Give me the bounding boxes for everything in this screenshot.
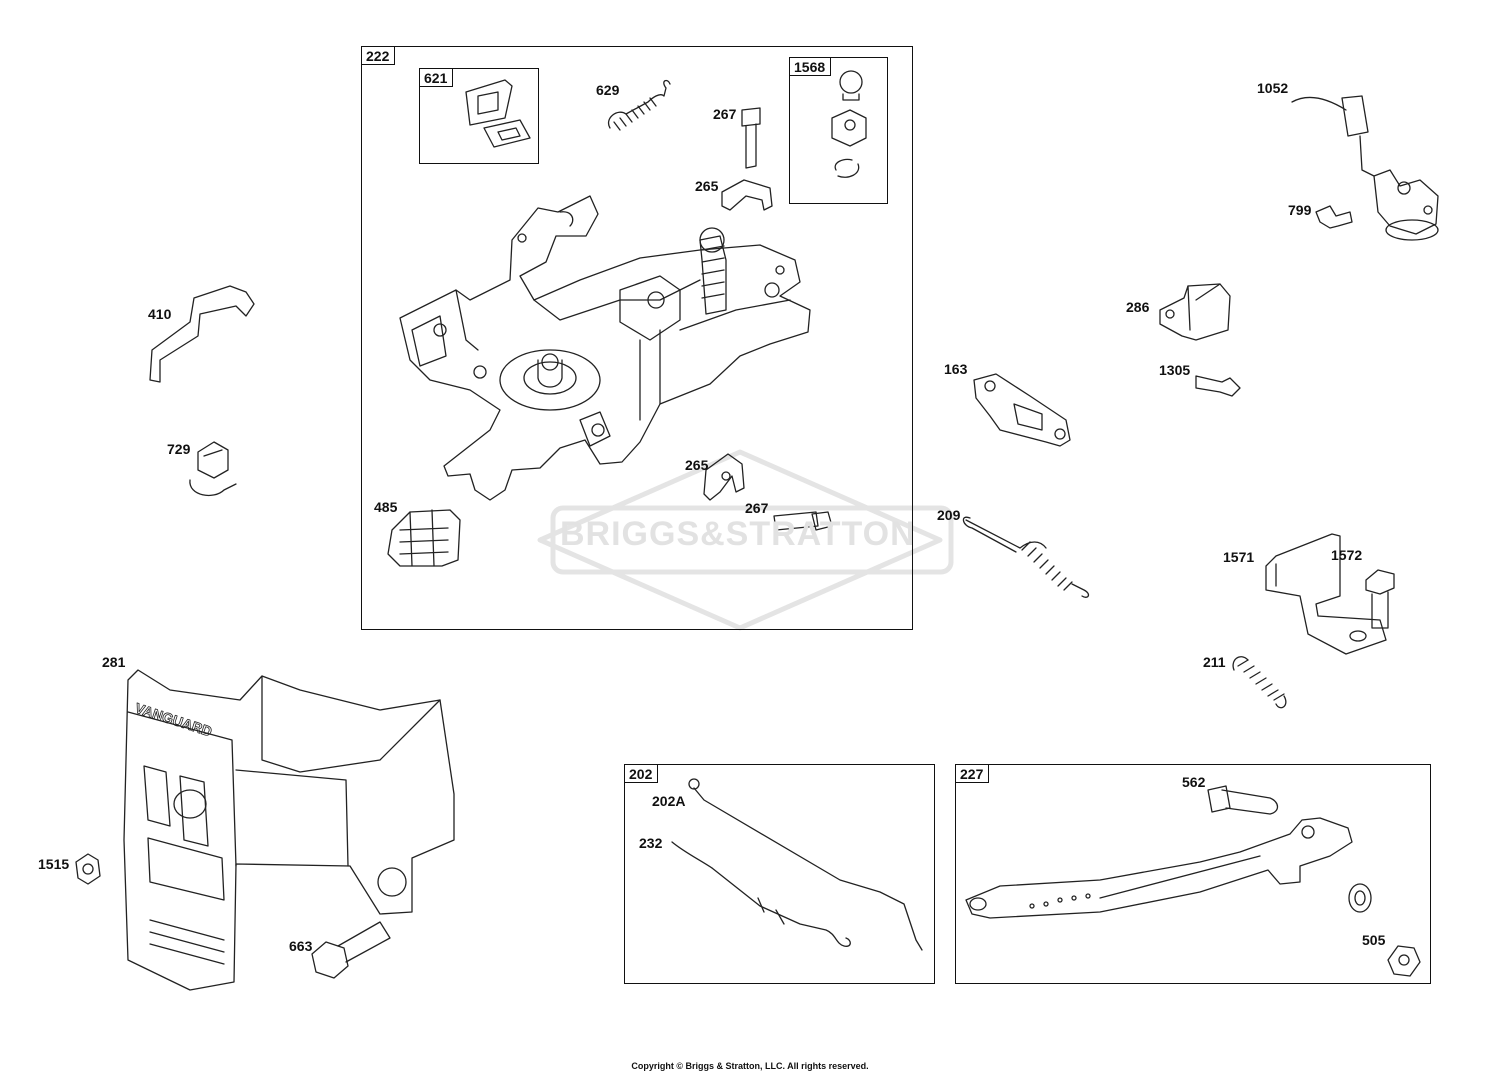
label-163[interactable]: 163 [944, 361, 968, 377]
label-562[interactable]: 562 [1182, 774, 1206, 790]
part-799-screw [1315, 205, 1353, 229]
label-267-lower[interactable]: 267 [745, 500, 769, 516]
group-label-227: 227 [956, 765, 990, 783]
label-202A[interactable]: 202A [652, 793, 686, 809]
part-1568-group [831, 70, 867, 178]
part-washer [1348, 883, 1372, 913]
label-1052[interactable]: 1052 [1257, 80, 1289, 96]
part-202A-link-rod [688, 778, 923, 951]
label-485[interactable]: 485 [374, 499, 398, 515]
label-1305[interactable]: 1305 [1159, 362, 1191, 378]
label-663[interactable]: 663 [289, 938, 313, 954]
part-265-lower [703, 453, 745, 501]
part-410-tube [149, 285, 255, 383]
group-label-621: 621 [420, 69, 454, 87]
label-1572[interactable]: 1572 [1331, 547, 1363, 563]
group-box-1568: 1568 [789, 57, 888, 204]
part-232-cable [671, 841, 851, 947]
part-1052-solenoid [1291, 95, 1439, 241]
label-209[interactable]: 209 [937, 507, 961, 523]
label-1571[interactable]: 1571 [1223, 549, 1255, 565]
label-211[interactable]: 211 [1203, 654, 1226, 670]
part-1572-bolt [1365, 569, 1395, 629]
part-211-spring [1232, 656, 1287, 709]
label-265-lower[interactable]: 265 [685, 457, 709, 473]
group-label-202: 202 [625, 765, 659, 783]
part-265-top [721, 179, 773, 211]
part-1571-bracket [1265, 533, 1387, 655]
label-729[interactable]: 729 [167, 441, 191, 457]
svg-text:VANGUARD: VANGUARD [133, 700, 214, 740]
group-label-1568: 1568 [790, 58, 832, 76]
label-1515[interactable]: 1515 [38, 856, 70, 872]
watermark-logo-shape [537, 449, 954, 631]
label-281[interactable]: 281 [102, 654, 126, 670]
part-562-pin [1207, 785, 1279, 815]
label-232[interactable]: 232 [639, 835, 663, 851]
part-163-gasket [973, 373, 1071, 447]
label-629[interactable]: 629 [596, 82, 620, 98]
label-505[interactable]: 505 [1362, 932, 1386, 948]
group-box-621: 621 [419, 68, 539, 164]
part-227-lever [965, 817, 1353, 919]
group-box-227: 227 [955, 764, 1431, 984]
group-label-222: 222 [362, 47, 396, 65]
copyright-notice: Copyright © Briggs & Stratton, LLC. All … [631, 1061, 869, 1071]
watermark-text: BRIGGS&STRATTON [560, 515, 916, 553]
part-729-clip [189, 441, 237, 497]
part-222-control-bracket [399, 195, 811, 501]
group-box-222: 222 [361, 46, 913, 630]
part-621-clip [465, 79, 531, 148]
label-286[interactable]: 286 [1126, 299, 1150, 315]
part-1305-bolt [1195, 375, 1241, 397]
part-1515-nut [75, 853, 101, 885]
part-629-spring [607, 79, 671, 131]
part-663-bolt [311, 921, 391, 979]
part-286-cover [1159, 283, 1231, 341]
label-267-top[interactable]: 267 [713, 106, 737, 122]
part-209-spring [962, 516, 1090, 598]
part-267-bolt-lower [773, 511, 833, 531]
part-485-grommet [387, 509, 461, 567]
part-267-bolt-top [741, 107, 761, 169]
label-265-top[interactable]: 265 [695, 178, 719, 194]
part-505-nut [1387, 945, 1421, 977]
label-799[interactable]: 799 [1288, 202, 1312, 218]
group-box-202: 202 [624, 764, 935, 984]
label-410[interactable]: 410 [148, 306, 172, 322]
